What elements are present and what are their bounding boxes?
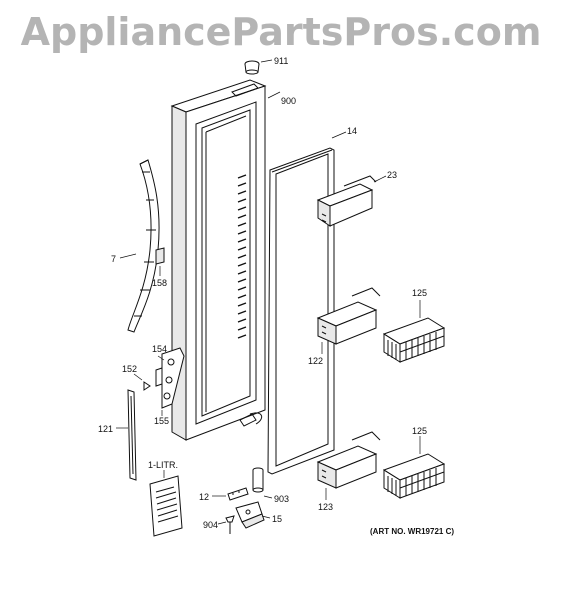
part-123-bin — [316, 431, 381, 500]
callout-labels: 911 900 14 23 7 158 125 122 154 152 155 … — [98, 56, 454, 536]
label-23: 23 — [387, 170, 397, 180]
part-904-screw — [217, 515, 235, 534]
label-125-lower: 125 — [412, 426, 427, 436]
part-125-upper-basket — [382, 300, 446, 363]
part-122-bin — [316, 287, 381, 354]
part-911-plug — [244, 59, 273, 75]
part-12-bracket — [212, 487, 249, 501]
label-125-upper: 125 — [412, 288, 427, 298]
label-121: 121 — [98, 424, 113, 434]
art-number-label: (ART NO. WR19721 C) — [370, 527, 454, 536]
label-900: 900 — [281, 96, 296, 106]
part-14-gasket — [267, 131, 347, 475]
label-904: 904 — [203, 520, 218, 530]
label-1-litr: 1-LITR. — [148, 460, 178, 470]
part-15-hinge — [235, 501, 271, 529]
label-123: 123 — [318, 502, 333, 512]
watermark-logo: AppliancePartsPros.com — [20, 10, 542, 54]
label-158: 158 — [152, 278, 167, 288]
label-154: 154 — [152, 344, 167, 354]
part-158-clip — [155, 247, 165, 276]
label-7: 7 — [111, 254, 116, 264]
part-900-door-shell — [170, 79, 281, 441]
label-903: 903 — [274, 494, 289, 504]
part-literature-booklet — [149, 470, 183, 537]
part-23-bin — [316, 175, 387, 227]
part-7-handle — [119, 159, 160, 333]
label-12: 12 — [199, 492, 209, 502]
label-15: 15 — [272, 514, 282, 524]
part-125-lower-basket — [382, 436, 446, 499]
part-154-155-bracket — [155, 347, 185, 416]
label-152: 152 — [122, 364, 137, 374]
label-155: 155 — [154, 416, 169, 426]
label-911: 911 — [274, 56, 288, 66]
part-121-trim-strip — [116, 389, 137, 481]
label-14: 14 — [347, 126, 357, 136]
part-903-pin — [252, 467, 273, 499]
part-152-screw — [133, 373, 151, 391]
label-122: 122 — [308, 356, 323, 366]
part-900-liner-ribs — [237, 174, 247, 339]
